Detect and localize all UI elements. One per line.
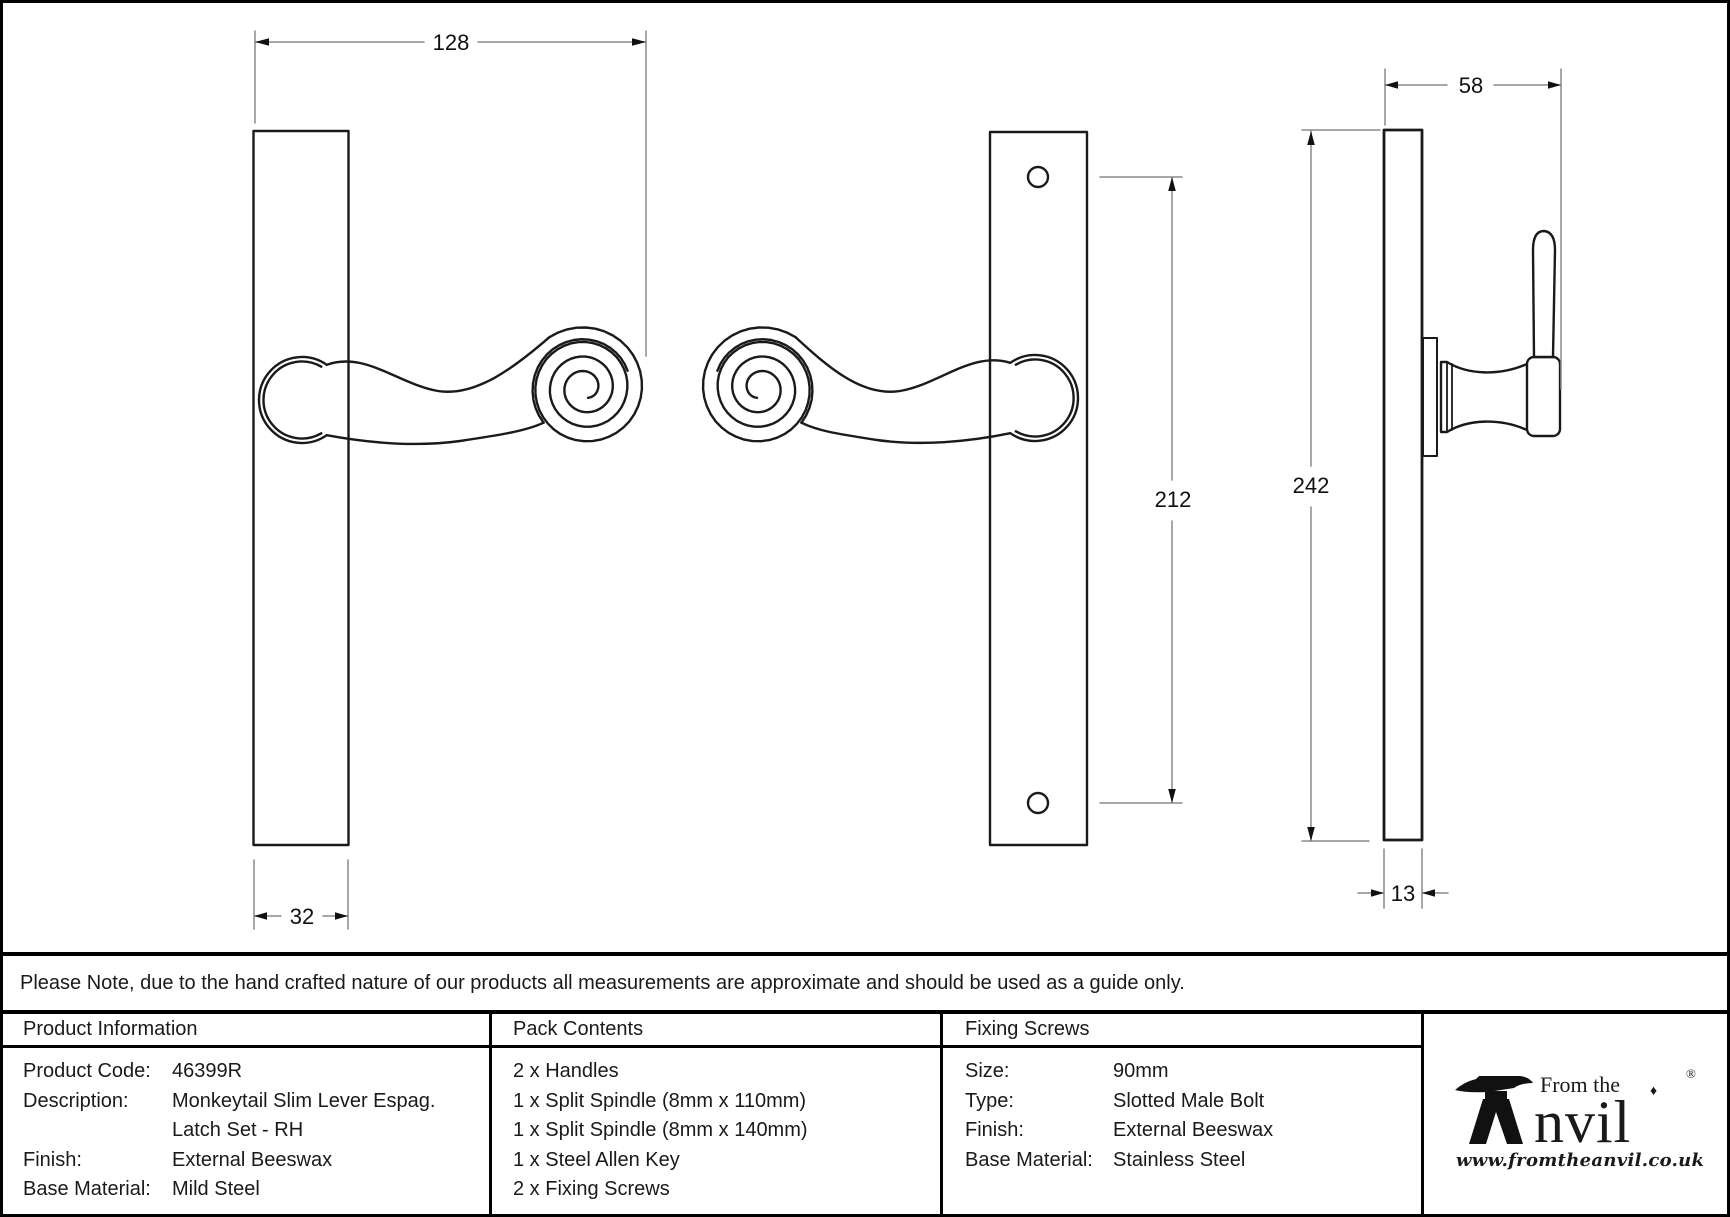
pack-item: 2 x Fixing Screws bbox=[513, 1178, 670, 1200]
spec-row: Size: 90mm bbox=[965, 1060, 1169, 1082]
lever-boss bbox=[1009, 353, 1080, 443]
pack-contents-body: 2 x Handles 1 x Split Spindle (8mm x 110… bbox=[492, 1048, 943, 1217]
monkeytail-spiral bbox=[534, 326, 644, 443]
spec-row: Type: Slotted Male Bolt bbox=[965, 1089, 1265, 1112]
rose-plate bbox=[1422, 337, 1438, 457]
dimension-labels: 128 32 212 242 58 13 bbox=[290, 30, 1483, 929]
measurement-note: Please Note, due to the hand crafted nat… bbox=[20, 971, 1185, 994]
spec-row: Base Material: Stainless Steel bbox=[965, 1148, 1246, 1171]
product-information-header: Product Information bbox=[0, 1014, 492, 1048]
lever-boss bbox=[257, 355, 328, 445]
front-view-external-drawing bbox=[252, 129, 644, 847]
front-view-internal-drawing bbox=[701, 130, 1089, 847]
pack-item: 2 x Handles bbox=[513, 1060, 619, 1082]
monkeytail-spiral-edge bbox=[716, 338, 814, 424]
registered-mark: ® bbox=[1686, 1065, 1696, 1081]
from-the-anvil-logo: nvil From the ♦ ® www.fromtheanvil.co.uk bbox=[1452, 1060, 1705, 1172]
brand-url: www.fromtheanvil.co.uk bbox=[1456, 1149, 1705, 1171]
lever-boss-inner bbox=[262, 360, 323, 440]
brand-prefix: From the bbox=[1540, 1071, 1621, 1097]
lever-neck-bottom bbox=[325, 421, 545, 446]
dimension-arrows bbox=[254, 38, 1561, 920]
dim-projection: 58 bbox=[1459, 73, 1483, 98]
backplate-outline bbox=[988, 130, 1089, 847]
anvil-icon bbox=[1455, 1075, 1533, 1144]
spec-row: Finish: External Beeswax bbox=[965, 1119, 1274, 1141]
lever-boss-inner bbox=[1014, 358, 1075, 438]
pack-item: 1 x Steel Allen Key bbox=[513, 1148, 680, 1171]
monkeytail-spiral-edge bbox=[531, 338, 629, 424]
side-view-drawing bbox=[1382, 128, 1562, 842]
spec-row: Base Material: Mild Steel bbox=[23, 1178, 260, 1200]
spec-row: Finish: External Beeswax bbox=[23, 1148, 333, 1171]
lever-neck-top bbox=[794, 336, 1012, 393]
monkeytail-spiral bbox=[701, 326, 811, 443]
dimension-lines bbox=[253, 30, 1562, 930]
diamond-icon: ♦ bbox=[1650, 1081, 1658, 1098]
grip-base bbox=[1525, 355, 1562, 438]
dim-screw-centres: 212 bbox=[1155, 487, 1192, 512]
spec-row: Description: Monkeytail Slim Lever Espag… bbox=[23, 1089, 436, 1112]
fixing-screws-body: Size: 90mm Type: Slotted Male Bolt Finis… bbox=[943, 1048, 1424, 1217]
pack-item: 1 x Split Spindle (8mm x 110mm) bbox=[513, 1089, 807, 1112]
lever-neck-top bbox=[325, 336, 551, 393]
grip-rod bbox=[1531, 229, 1557, 359]
screw-hole-bottom bbox=[1026, 791, 1050, 815]
spec-row: Product Code: 46399R bbox=[23, 1060, 243, 1082]
brand-name: nvil bbox=[1534, 1088, 1632, 1155]
dim-plate-height: 242 bbox=[1293, 473, 1330, 498]
lever-neck-bottom bbox=[800, 421, 1012, 445]
technical-drawing: 128 32 212 242 58 13 bbox=[252, 30, 1562, 930]
pack-contents-header: Pack Contents bbox=[492, 1014, 943, 1048]
dim-lever-length: 128 bbox=[433, 30, 470, 55]
dim-plate-depth: 13 bbox=[1391, 881, 1415, 906]
dim-plate-width: 32 bbox=[290, 904, 314, 929]
spindle-barrel bbox=[1439, 360, 1529, 434]
specification-table: Product Information Pack Contents Fixing… bbox=[0, 1010, 1730, 1217]
measurement-note-band: Please Note, due to the hand crafted nat… bbox=[0, 952, 1730, 1010]
spec-row: Latch Set - RH bbox=[172, 1119, 304, 1141]
brand-logo-cell: nvil From the ♦ ® www.fromtheanvil.co.uk bbox=[1424, 1014, 1730, 1217]
pack-item: 1 x Split Spindle (8mm x 140mm) bbox=[513, 1119, 808, 1141]
fixing-screws-header: Fixing Screws bbox=[943, 1014, 1424, 1048]
product-information-body: Product Code: 46399R Description: Monkey… bbox=[0, 1048, 492, 1217]
backplate-edge-outline bbox=[1382, 128, 1424, 842]
screw-hole-top bbox=[1026, 165, 1050, 189]
backplate-outline bbox=[252, 129, 350, 847]
